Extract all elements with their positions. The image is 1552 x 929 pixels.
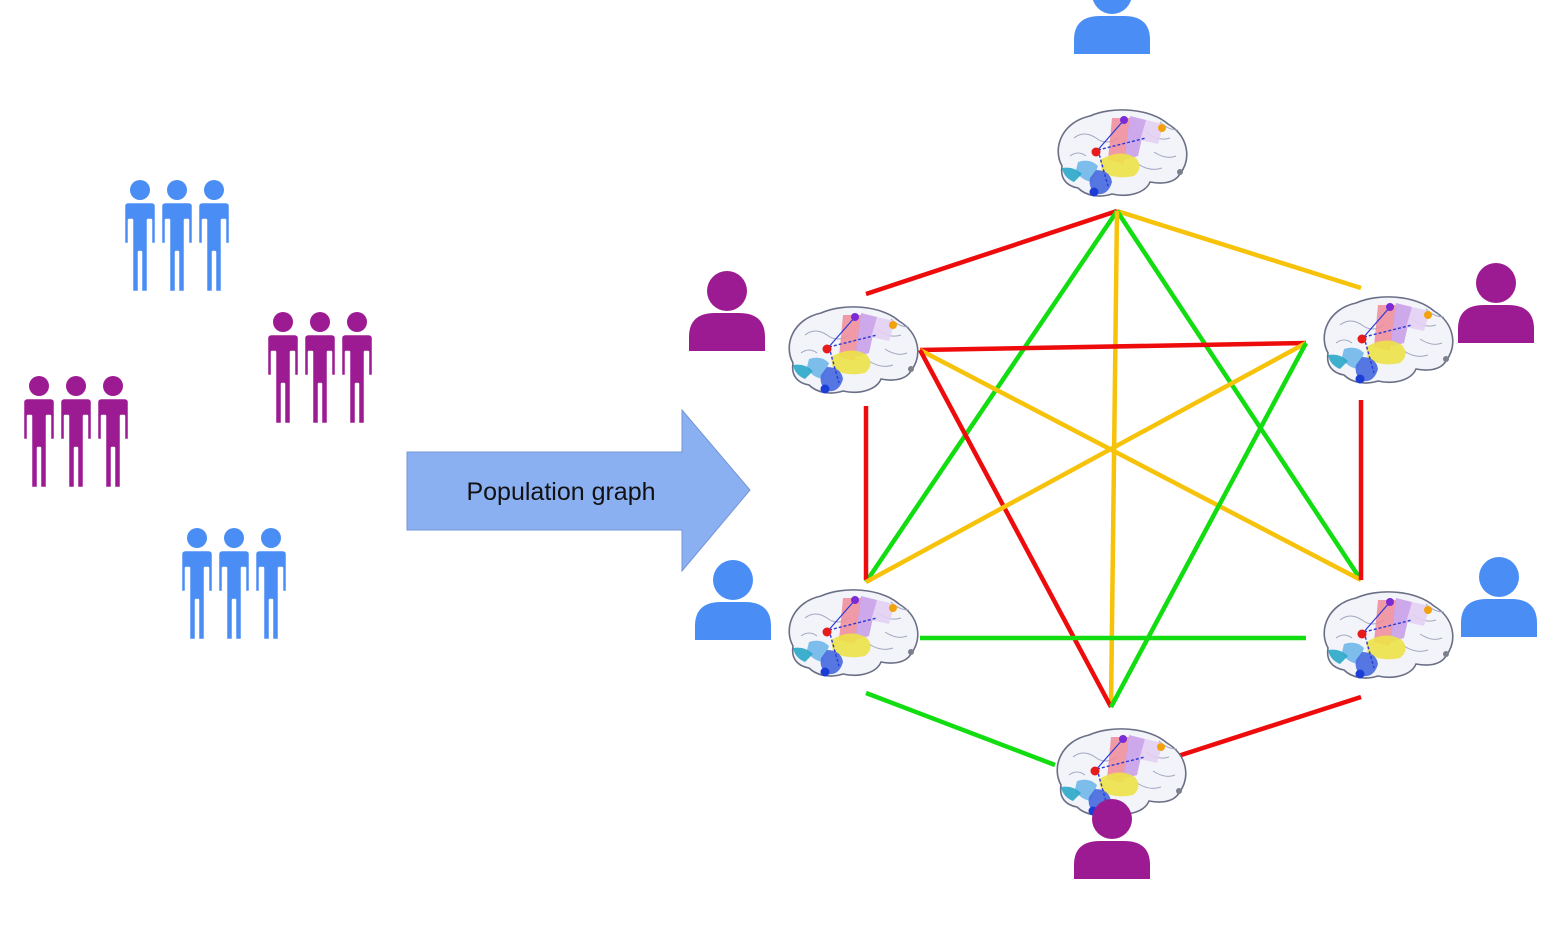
population-groups — [21, 180, 375, 642]
edge-upper-left-lower-right — [918, 348, 1363, 582]
edge-top-bottom — [1108, 210, 1120, 708]
node-upper-left — [689, 271, 919, 394]
brain-upper-right — [1323, 296, 1454, 384]
brain-top — [1057, 109, 1188, 197]
graph-edges — [863, 208, 1364, 768]
edge-upper-left-upper-right — [919, 340, 1307, 353]
graph-nodes — [689, 0, 1537, 879]
edge-top-lower-left — [864, 209, 1119, 584]
brain-upper-left — [788, 306, 919, 394]
edge-top-lower-right — [1115, 209, 1363, 582]
node-upper-right — [1323, 263, 1534, 384]
group-blue-top — [122, 180, 232, 294]
person-icon-lower-left — [695, 560, 771, 640]
edge-upper-right-lower-left — [864, 341, 1308, 584]
edge-upper-right-bottom — [1109, 341, 1308, 709]
edge-upper-left-bottom — [918, 348, 1113, 709]
group-purple-right — [265, 312, 375, 426]
edge-top-upper-left — [865, 208, 1118, 297]
edge-lower-left-bottom — [865, 690, 1056, 768]
group-blue-bottom — [179, 528, 289, 642]
arrow-label: Population graph — [466, 478, 655, 506]
node-lower-left — [695, 560, 919, 677]
person-icon-bottom — [1074, 799, 1150, 879]
edge-top-upper-right — [1116, 208, 1362, 291]
person-icon-upper-right — [1458, 263, 1534, 343]
brain-bottom — [1056, 728, 1187, 816]
population-graph-arrow: Population graph — [406, 408, 751, 573]
node-bottom — [1056, 728, 1187, 879]
node-top — [1057, 0, 1188, 197]
group-purple-left — [21, 376, 131, 490]
brain-lower-right — [1323, 591, 1454, 679]
arrow-shape — [406, 408, 751, 573]
person-icon-top — [1074, 0, 1150, 54]
person-icon-upper-left — [689, 271, 765, 351]
person-icon-lower-right — [1461, 557, 1537, 637]
edge-lower-right-bottom — [1174, 694, 1362, 760]
brain-lower-left — [788, 589, 919, 677]
node-lower-right — [1323, 557, 1537, 679]
